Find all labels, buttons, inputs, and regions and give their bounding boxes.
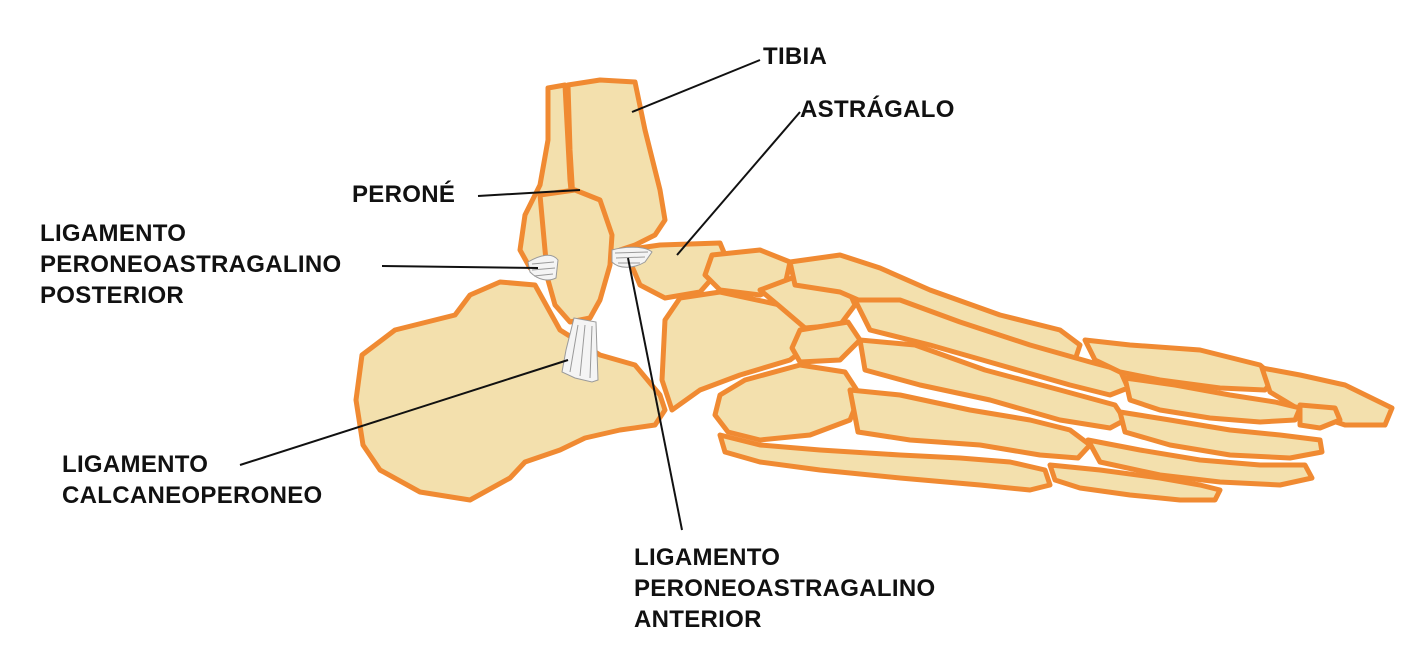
phalanx-toe-2	[1122, 375, 1303, 425]
cuneiform-3	[789, 319, 863, 365]
phalanx-toe-2-distal	[1297, 402, 1343, 431]
leader-lines	[239, 59, 801, 531]
phalanx-toe-5	[1047, 462, 1223, 503]
calcaneus-bone	[353, 279, 668, 503]
calcaneofibular-ligament	[561, 317, 599, 383]
label-astragalo: ASTRÁGALO	[800, 96, 955, 123]
phalanx-toe-3	[1117, 409, 1325, 461]
leader-line-lig-calc	[239, 359, 569, 466]
phalanx-toe-4	[1085, 437, 1315, 488]
label-perone: PERONÉ	[352, 181, 456, 208]
leader-line-lig-ant	[627, 257, 683, 531]
posterior-talofibular-ligament	[527, 254, 559, 281]
phalanx-big-toe	[1082, 337, 1278, 393]
leader-line-perone	[477, 189, 581, 197]
metatarsal-4	[847, 387, 1093, 461]
phalanx-big-toe-distal	[1259, 365, 1395, 428]
leader-line-lig-post	[381, 265, 539, 269]
label-anterior-talofibular-ligament: LIGAMENTO PERONEOASTRAGALINO ANTERIOR	[634, 544, 936, 633]
label-posterior-talofibular-ligament: LIGAMENTO PERONEOASTRAGALINO POSTERIOR	[40, 220, 342, 309]
leader-line-astragalo	[676, 111, 801, 256]
label-calcaneofibular-ligament: LIGAMENTO CALCANEOPERONEO	[62, 451, 323, 509]
metatarsal-3	[857, 337, 1128, 431]
metatarsal-5	[717, 432, 1053, 493]
bones	[353, 77, 1395, 503]
leader-line-tibia	[631, 59, 761, 113]
label-tibia: TIBIA	[763, 43, 828, 70]
ligaments	[527, 246, 653, 383]
cuboid-bone	[712, 362, 863, 443]
